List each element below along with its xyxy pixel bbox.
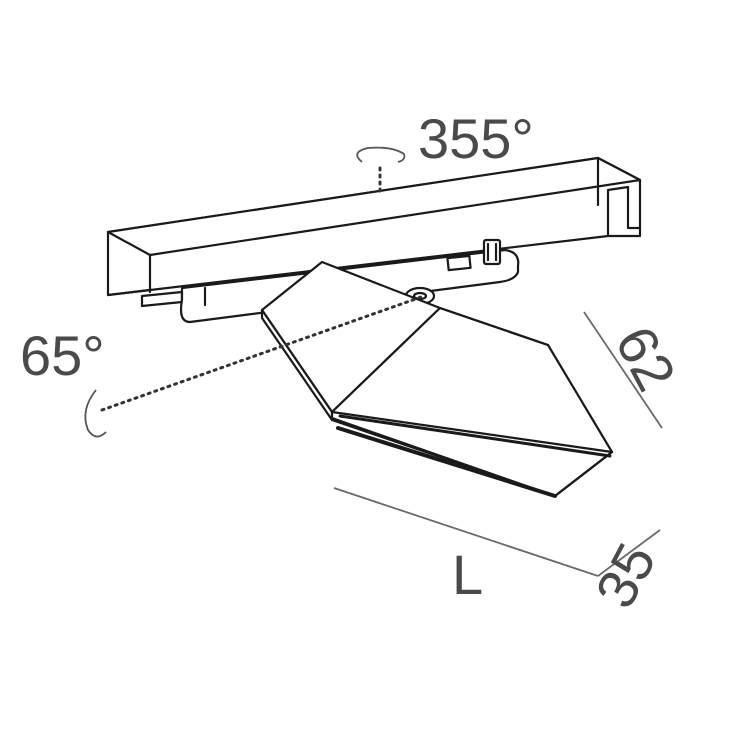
dimension-width: 35 [583,529,668,618]
height-label: 62 [603,316,688,401]
rotation-arrow-icon [356,146,406,163]
tilt-arrow-icon [84,389,107,438]
width-label: 35 [583,533,668,618]
dimension-length: L [333,487,599,606]
spot-head [260,260,614,498]
length-label: L [452,543,483,606]
tilt-label: 65° [20,324,105,387]
adapter-switch [446,254,472,272]
adapter-lock [482,238,502,266]
rotation-indicator: 355° [356,107,534,194]
tilt-indicator: 65° [20,294,426,438]
tilt-axis-line [100,294,426,412]
track-rail [106,156,642,297]
rotation-label: 355° [418,107,534,170]
dimension-height: 62 [583,311,688,429]
